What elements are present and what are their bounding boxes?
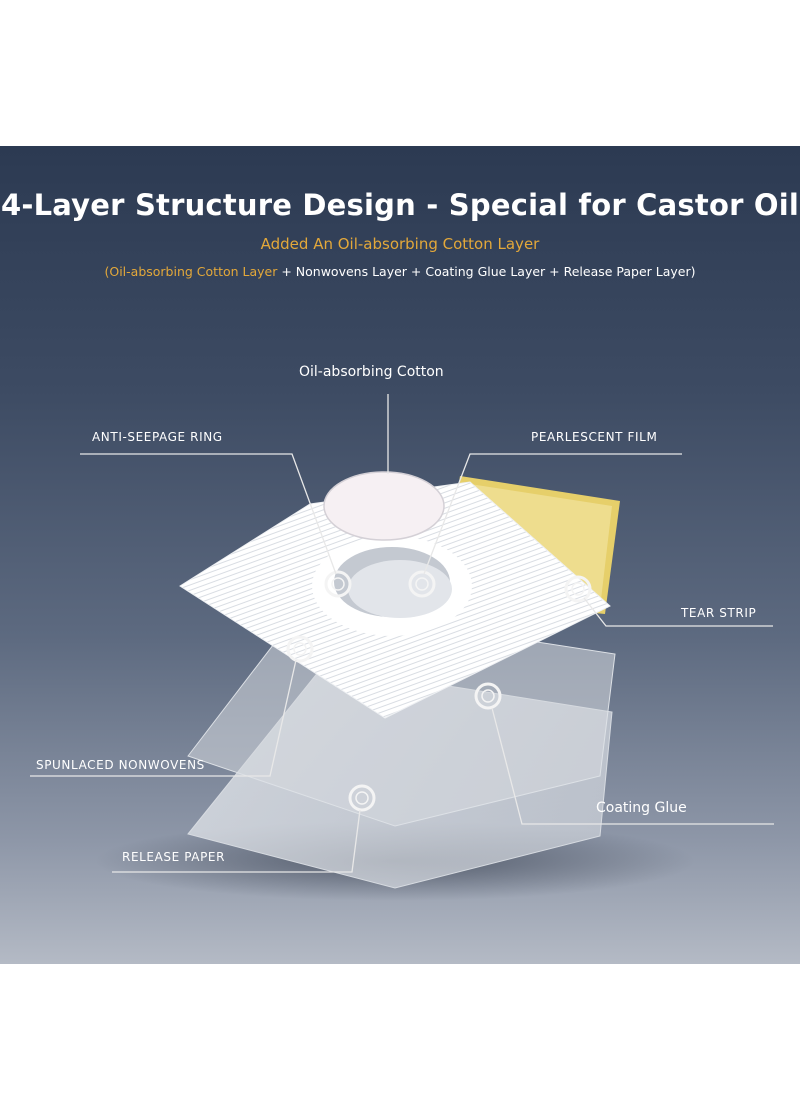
marker-spunlaced — [286, 635, 314, 663]
anti-seepage-ring-shade — [348, 560, 452, 618]
label-tear-strip: TEAR STRIP — [681, 606, 757, 620]
label-release-paper: RELEASE PAPER — [122, 850, 226, 864]
marker-release-paper — [348, 784, 376, 812]
leader-lines — [30, 394, 774, 873]
marker-coating-glue — [474, 682, 502, 710]
page-title: 4-Layer Structure Design - Special for C… — [1, 188, 799, 222]
subtitle: Added An Oil-absorbing Cotton Layer — [260, 235, 540, 253]
formula-rest: + Nonwovens Layer + Coating Glue Layer +… — [277, 264, 696, 279]
diagram-panel: 4-Layer Structure Design - Special for C… — [0, 146, 800, 964]
formula-open-paren: ( — [104, 264, 110, 279]
label-pearlescent-film: PEARLESCENT FILM — [531, 430, 658, 444]
layer-formula: (Oil-absorbing Cotton Layer + Nonwovens … — [0, 264, 800, 279]
marker-tear-strip — [564, 575, 592, 603]
formula-highlight: Oil-absorbing Cotton Layer — [109, 264, 278, 279]
label-coating-glue: Coating Glue — [596, 800, 687, 816]
label-spunlaced-nonwovens: SPUNLACED NONWOVENS — [36, 758, 205, 772]
oil-absorbing-cotton-disc — [323, 471, 445, 541]
marker-anti-seepage — [324, 570, 352, 598]
marker-pearlescent — [408, 570, 436, 598]
layer-diagram — [30, 394, 774, 901]
callout-markers — [286, 570, 592, 812]
label-oil-absorbing-cotton: Oil-absorbing Cotton — [299, 364, 444, 380]
label-anti-seepage-ring: ANTI-SEEPAGE RING — [92, 430, 223, 444]
